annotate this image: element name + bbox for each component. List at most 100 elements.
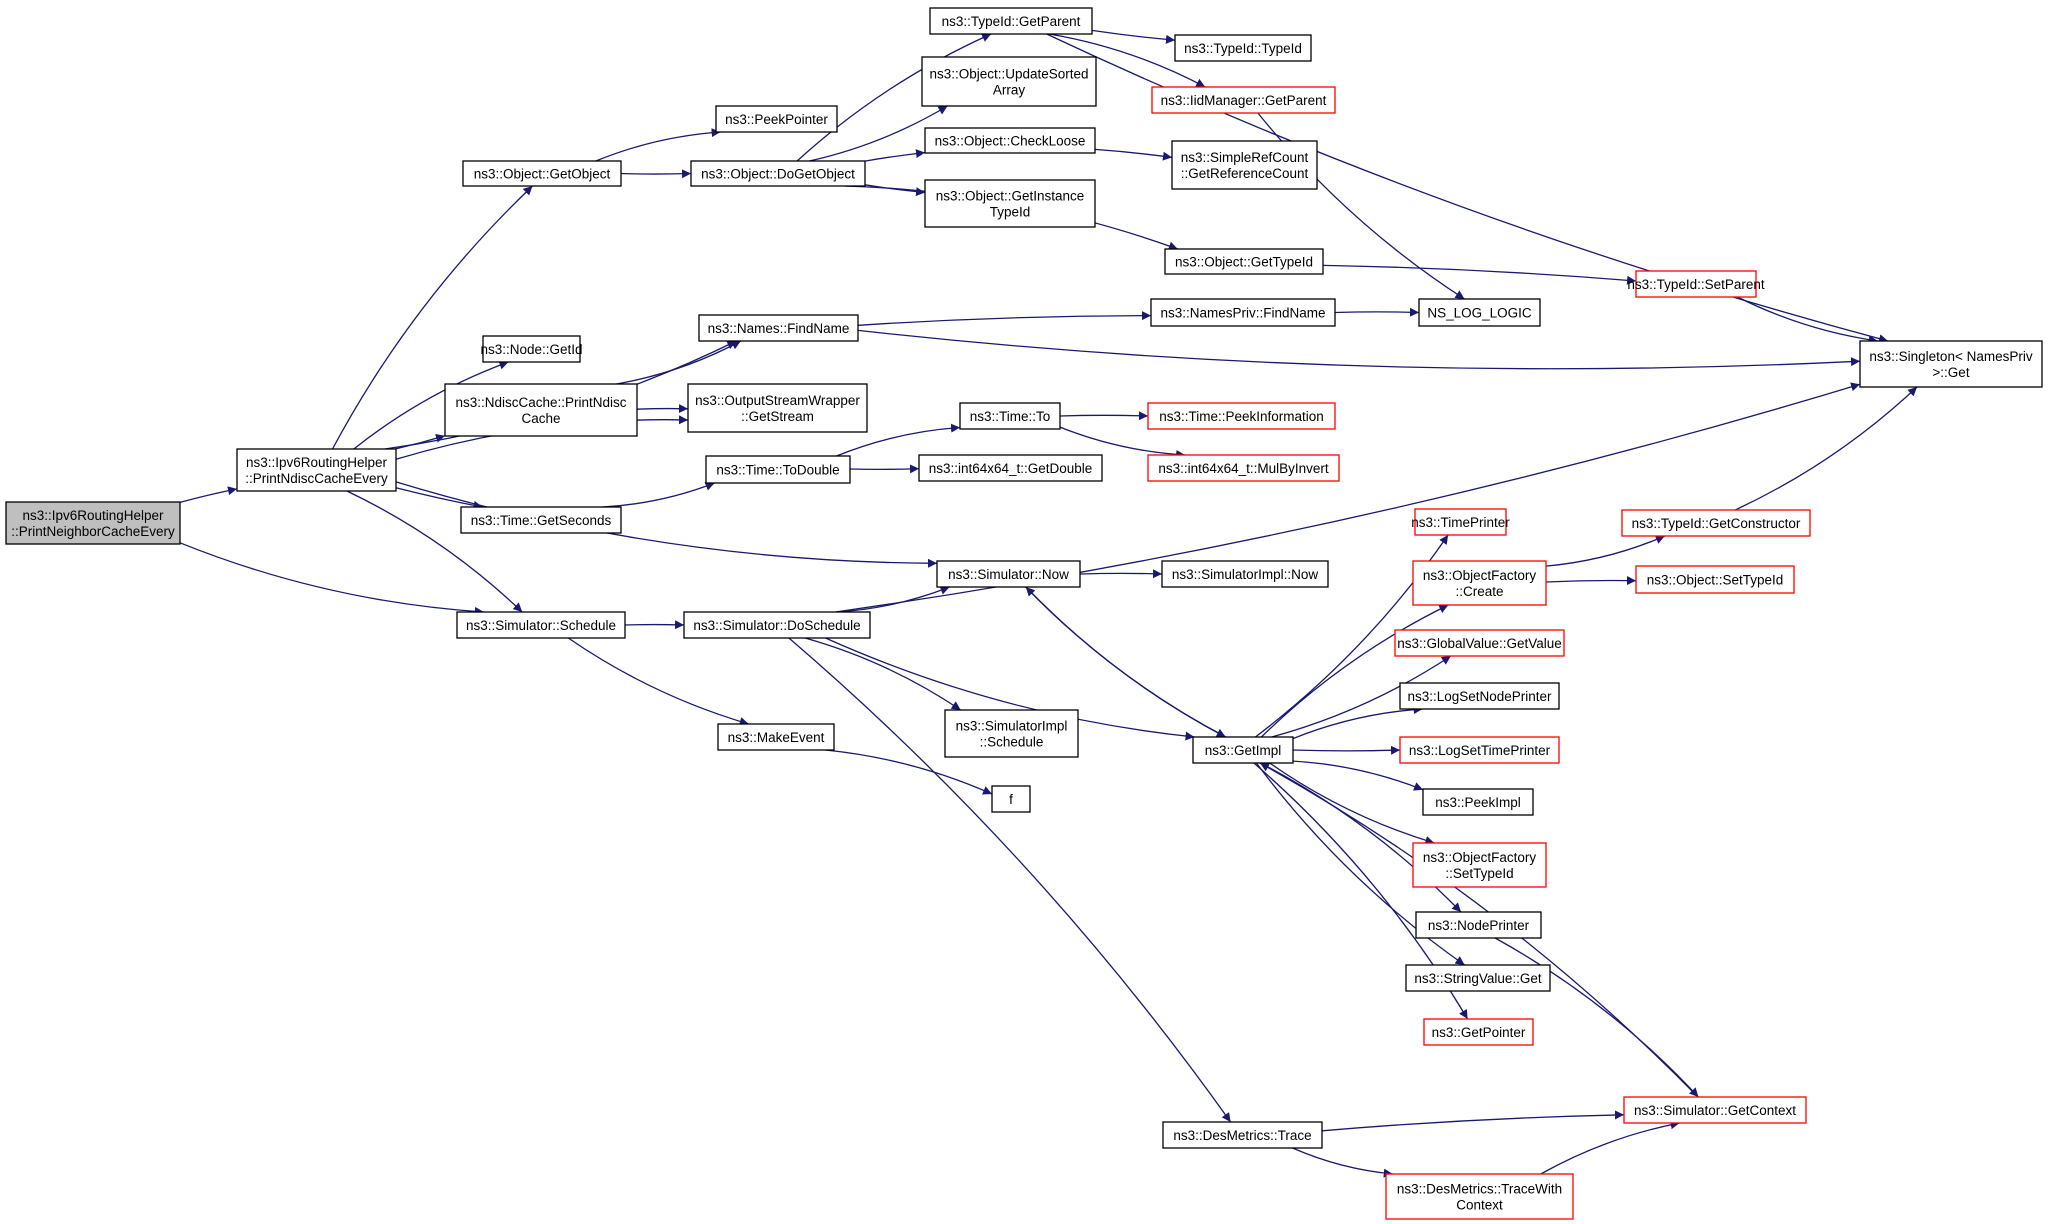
edge-getImpl-to-globalValue [1271,655,1452,738]
node-findName[interactable]: ns3::Names::FindName [698,314,859,342]
node-typeIdSetParent[interactable]: ns3::TypeId::SetParent [1627,270,1765,298]
node-timeTo[interactable]: ns3::Time::To [959,402,1061,430]
node-box [924,179,1096,228]
node-box [1385,1173,1574,1220]
node-label: ns3::Object::GetObject [474,167,611,182]
node-checkLoose[interactable]: ns3::Object::CheckLoose [924,127,1096,154]
node-logSetTime[interactable]: ns3::LogSetTimePrinter [1399,736,1560,764]
node-root[interactable]: ns3::Ipv6RoutingHelper::PrintNeighborCac… [5,501,181,545]
node-toDouble[interactable]: ns3::Time::ToDouble [705,455,851,484]
node-box [1412,560,1547,606]
node-box [1394,629,1565,657]
node-box [1162,1121,1323,1149]
node-objSetTypeId[interactable]: ns3::Object::SetTypeId [1635,565,1795,594]
node-simGetContext[interactable]: ns3::Simulator::GetContext [1623,1096,1807,1124]
node-label: ns3::TypeId::GetParent [942,14,1081,29]
node-label: ns3::Node::GetId [480,342,582,357]
node-label: ns3::Time::GetSeconds [471,513,612,528]
node-label: ns3::Object::CheckLoose [935,134,1086,149]
node-nodeGetId[interactable]: ns3::Node::GetId [480,335,583,363]
node-box [1151,86,1336,114]
node-simImplNow[interactable]: ns3::SimulatorImpl::Now [1161,560,1329,588]
node-ndiscPrint[interactable]: ns3::NdiscCache::PrintNdiscCache [444,383,638,437]
node-peekImpl[interactable]: ns3::PeekImpl [1422,788,1534,816]
node-label: ns3::Time::To [970,409,1051,424]
node-box [1192,736,1294,764]
node-typeIdGetCtor[interactable]: ns3::TypeId::GetConstructor [1621,509,1811,537]
edge-printNdisc-to-getObject [331,185,533,450]
edge-getImpl-to-simNow [1025,586,1227,738]
node-box [944,709,1079,758]
node-typeIdGetParent[interactable]: ns3::TypeId::GetParent [929,7,1093,35]
node-label: ns3::Simulator::GetContext [1634,1103,1796,1118]
node-f[interactable]: f [991,785,1031,813]
node-label: ns3::DesMetrics::Trace [1173,1128,1311,1143]
node-getDouble[interactable]: ns3::int64x64_t::GetDouble [918,454,1103,482]
node-objFactoryCreate[interactable]: ns3::ObjectFactory::Create [1412,560,1547,606]
edge-desTrace-to-traceWith [1292,1147,1393,1178]
node-box [921,56,1097,107]
node-logSetNode[interactable]: ns3::LogSetNodePrinter [1399,682,1560,710]
edge-ndiscPrint-to-findName [616,340,742,385]
node-schedule[interactable]: ns3::Simulator::Schedule [456,611,626,639]
node-getObject[interactable]: ns3::Object::GetObject [462,160,622,187]
node-label: ns3::NdiscCache::PrintNdisc [455,395,626,410]
node-nodePrinter[interactable]: ns3::NodePrinter [1415,911,1542,939]
node-label: ns3::Object::GetInstance [936,189,1085,204]
node-singletonGet[interactable]: ns3::Singleton< NamesPriv >::Get [1859,340,2043,388]
node-box [1399,736,1560,764]
node-label: ns3::Object::DoGetObject [701,167,855,182]
edge-getImpl-to-logSetNode [1292,705,1423,740]
node-label: ns3::LogSetTimePrinter [1409,743,1551,758]
node-mulByInvert[interactable]: ns3::int64x64_t::MulByInvert [1147,454,1340,482]
node-getStream[interactable]: ns3::OutputStreamWrapper::GetStream [687,383,868,433]
node-label: ns3::Simulator::Schedule [466,618,616,633]
edge-getImpl-to-nodePrinter [1260,762,1462,913]
node-label: ns3::int64x64_t::GetDouble [929,461,1093,476]
edge-timeTo-to-peekInfo [1059,411,1149,421]
edge-typeIdGetParent-to-typeIdTypeId [1091,29,1176,44]
edge-printNdisc-to-ndiscPrint [394,433,446,450]
node-typeIdTypeId[interactable]: ns3::TypeId::TypeId [1174,34,1312,62]
node-getPointer[interactable]: ns3::GetPointer [1423,1018,1534,1046]
edge-namesPrivFind-to-nsLogLogic [1334,307,1420,317]
node-peekPointer[interactable]: ns3::PeekPointer [715,105,838,133]
node-label: Array [993,83,1026,98]
node-printNdisc[interactable]: ns3::Ipv6RoutingHelper::PrintNdiscCacheE… [236,448,397,492]
node-label: ns3::Object::SetTypeId [1647,573,1784,588]
node-simImplSchedule[interactable]: ns3::SimulatorImpl::Schedule [944,709,1079,758]
edge-doSchedule-to-getImpl [825,637,1195,741]
edge-getImpl-to-peekImpl [1292,760,1424,791]
node-makeEvent[interactable]: ns3::MakeEvent [717,723,835,751]
node-box [1423,1018,1534,1046]
node-label: ns3::Object::UpdateSorted [929,67,1088,82]
node-desTrace[interactable]: ns3::DesMetrics::Trace [1162,1121,1323,1149]
node-box [1635,565,1795,594]
node-simpleRef[interactable]: ns3::SimpleRefCount::GetReferenceCount [1171,140,1318,190]
node-objFactorySet[interactable]: ns3::ObjectFactory::SetTypeId [1412,842,1547,888]
node-doGetObject[interactable]: ns3::Object::DoGetObject [690,160,866,187]
node-box [1414,508,1507,536]
node-peekInfo[interactable]: ns3::Time::PeekInformation [1147,402,1336,430]
node-globalValue[interactable]: ns3::GlobalValue::GetValue [1394,629,1565,657]
node-timePrinter[interactable]: ns3::TimePrinter [1411,508,1510,536]
node-doSchedule[interactable]: ns3::Simulator::DoSchedule [683,611,871,639]
node-simNow[interactable]: ns3::Simulator::Now [936,560,1081,588]
node-nsLogLogic[interactable]: NS_LOG_LOGIC [1418,298,1541,327]
node-label: ns3::PeekImpl [1435,795,1521,810]
node-label: ns3::Simulator::DoSchedule [693,618,860,633]
edges-layer [179,29,1918,1178]
node-getSeconds[interactable]: ns3::Time::GetSeconds [460,506,622,534]
node-box [444,383,638,437]
node-namesPrivFind[interactable]: ns3::NamesPriv::FindName [1150,298,1336,327]
node-label: ::PrintNeighborCacheEvery [11,524,175,539]
node-objGetTypeId[interactable]: ns3::Object::GetTypeId [1164,248,1324,275]
node-getImpl[interactable]: ns3::GetImpl [1192,736,1294,764]
node-stringValue[interactable]: ns3::StringValue::Get [1405,964,1551,992]
node-iidGetParent[interactable]: ns3::IidManager::GetParent [1151,86,1336,114]
